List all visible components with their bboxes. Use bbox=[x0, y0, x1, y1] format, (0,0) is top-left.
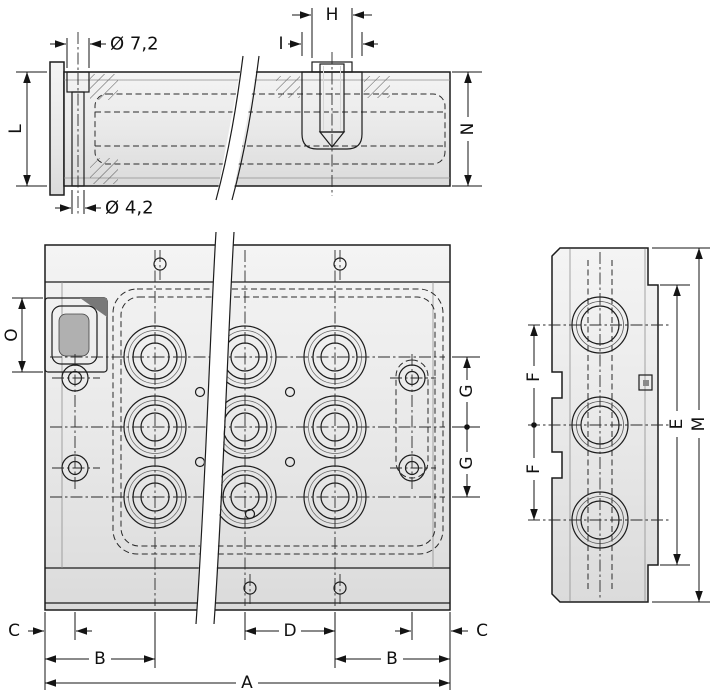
top-view-centerlines bbox=[77, 32, 333, 216]
dim-dot bbox=[464, 424, 470, 430]
dim-label-c-right: C bbox=[476, 621, 488, 641]
pilot-hole bbox=[244, 508, 256, 520]
break-gap bbox=[196, 232, 234, 624]
dim-dot bbox=[531, 422, 537, 428]
inlet-port-opening bbox=[51, 305, 98, 365]
dim-label-c-left: C bbox=[8, 621, 20, 641]
break-gap bbox=[216, 56, 259, 200]
break-line bbox=[215, 55, 244, 201]
manifold-body bbox=[44, 244, 451, 611]
dim-label-g-upper: G bbox=[457, 384, 477, 397]
hidden-channel-outer bbox=[112, 288, 444, 555]
label-backing bbox=[236, 674, 258, 692]
label-backing bbox=[322, 6, 342, 24]
dim-label-b-left: B bbox=[94, 649, 106, 669]
side-view-centerlines bbox=[528, 252, 670, 600]
hatch-area bbox=[364, 76, 390, 98]
sensor-slot bbox=[638, 374, 653, 391]
label-backing bbox=[279, 622, 301, 640]
drill-point bbox=[318, 131, 346, 148]
break-line bbox=[213, 231, 235, 625]
thread-lines bbox=[323, 66, 341, 130]
dim-label-dia-counterbore: Ø 7,2 bbox=[110, 34, 159, 55]
pilot-hole bbox=[284, 386, 296, 398]
port-pocket bbox=[301, 71, 363, 150]
top-view-dimensions: Ø 7,2 L Ø 4,2 H I N bbox=[6, 5, 482, 219]
label-backing bbox=[459, 452, 475, 474]
label-backing bbox=[89, 650, 111, 668]
inlet-port-bore bbox=[58, 313, 90, 357]
internal-channel-outline bbox=[94, 93, 446, 165]
hidden-channel-inner bbox=[120, 296, 436, 547]
hidden-bore-lines bbox=[587, 260, 613, 592]
pilot-hole bbox=[284, 456, 296, 468]
front-view-centerlines bbox=[50, 250, 445, 606]
dim-label-d: D bbox=[283, 621, 296, 641]
dim-label-dia-through: Ø 4,2 bbox=[105, 198, 154, 219]
dim-label-a: A bbox=[241, 673, 253, 693]
dim-label-b-right: B bbox=[386, 649, 398, 669]
side-view-dimensions: F F E M bbox=[524, 247, 710, 603]
front-view-dimensions: O G G C C D B B A bbox=[2, 297, 488, 693]
hatch-area bbox=[276, 76, 300, 98]
break-line bbox=[231, 55, 260, 201]
internal-channel-lines bbox=[95, 111, 445, 147]
top-section-view bbox=[49, 32, 451, 216]
dim-label-e: E bbox=[667, 419, 687, 430]
dim-label-l: L bbox=[6, 124, 26, 134]
dim-label-n: N bbox=[458, 123, 478, 136]
body-bar bbox=[63, 71, 451, 187]
dim-label-o: O bbox=[2, 328, 22, 341]
dim-label-f-lower: F bbox=[524, 464, 544, 474]
break-line bbox=[195, 231, 217, 625]
sensor-slot-core bbox=[643, 380, 649, 386]
hatch-area bbox=[90, 158, 118, 184]
label-backing bbox=[381, 650, 403, 668]
left-flange bbox=[49, 61, 65, 196]
dim-label-h: H bbox=[326, 5, 339, 25]
label-backing bbox=[526, 458, 542, 480]
dim-label-m: M bbox=[689, 417, 709, 432]
side-view bbox=[528, 247, 670, 603]
label-backing bbox=[459, 380, 475, 402]
dim-label-i: I bbox=[278, 34, 283, 54]
pilot-hole bbox=[194, 386, 206, 398]
dim-label-g-lower: G bbox=[457, 456, 477, 469]
label-backing bbox=[669, 411, 685, 437]
label-backing bbox=[526, 366, 542, 388]
dim-label-f-upper: F bbox=[524, 372, 544, 382]
hatch-area bbox=[90, 74, 118, 100]
label-backing bbox=[691, 410, 707, 438]
mounting-strip-lines bbox=[45, 281, 450, 604]
label-backing bbox=[460, 117, 476, 141]
front-view bbox=[44, 231, 451, 625]
